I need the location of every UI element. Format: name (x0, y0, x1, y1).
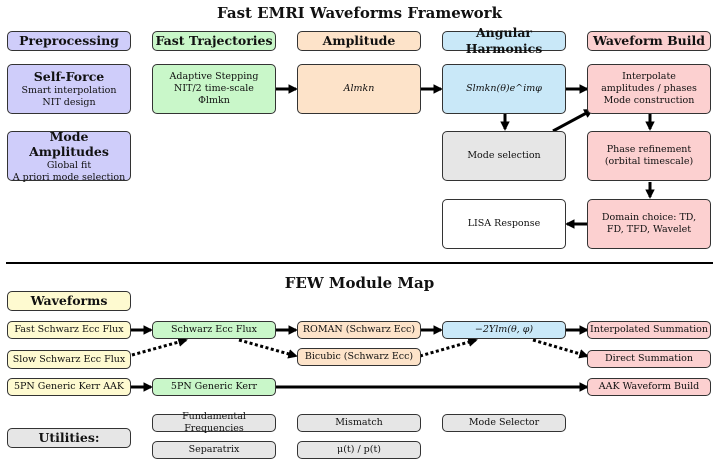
interpolate-line-3: Mode construction (603, 94, 695, 106)
waveform-fast-schwarz: Fast Schwarz Ecc Flux (7, 321, 131, 339)
trajectories-header: Fast Trajectories (152, 31, 276, 51)
domain-choice-box: Domain choice: TD, FD, TFD, Wavelet (587, 199, 711, 249)
trajectory-schwarz-ecc-flux: Schwarz Ecc Flux (152, 321, 276, 339)
trajectory-5pn-kerr: 5PN Generic Kerr (152, 378, 276, 396)
arrow-mode-selection-to-interpolate (552, 108, 594, 133)
self-force-line-2: NIT design (42, 96, 96, 108)
mode-amplitudes-box: Mode Amplitudes Global fit A priori mode… (7, 128, 131, 183)
mode-selection-box: Mode selection (442, 131, 566, 181)
mode-amplitudes-line-2: A priori mode selection (12, 171, 126, 183)
amplitude-header: Amplitude (297, 31, 421, 51)
trajectory-box: Adaptive Stepping NIT/2 time-scale Φlmkn (152, 64, 276, 114)
utility-mismatch: Mismatch (297, 414, 421, 432)
interpolate-line-2: amplitudes / phases (601, 83, 697, 95)
arrow-slow-flux-to-schwarz (131, 337, 188, 357)
domain-choice-line-2: FD, TFD, Wavelet (606, 224, 692, 235)
amplitude-formula: Almkn (343, 83, 375, 95)
utility-fundamental-frequencies: Fundamental Frequencies (152, 411, 276, 434)
module-map-title: FEW Module Map (284, 274, 435, 292)
lisa-response-label: LISA Response (467, 218, 541, 230)
interpolate-box: Interpolate amplitudes / phases Mode con… (587, 64, 711, 114)
arrow-bicubic-to-ylm (419, 337, 478, 358)
trajectory-line-1: Adaptive Stepping (169, 71, 259, 83)
phase-refinement-box: Phase refinement (orbital timescale) (587, 131, 711, 181)
phase-refinement-line-1: Phase refinement (606, 144, 692, 156)
aak-waveform-build: AAK Waveform Build (587, 378, 711, 396)
framework-title: Fast EMRI Waveforms Framework (217, 4, 502, 22)
lisa-response-box: LISA Response (442, 199, 566, 249)
interpolate-line-1: Interpolate (622, 71, 676, 83)
trajectory-line-2: NIT/2 time-scale (174, 83, 254, 95)
mode-amplitudes-line-1: Global fit (46, 159, 92, 171)
phase-refinement-line-2: (orbital timescale) (604, 156, 694, 167)
domain-choice-line-1: Domain choice: TD, (601, 212, 697, 224)
arrow-ylm-to-direct (532, 338, 589, 359)
utilities-label: Utilities: (7, 428, 131, 448)
harmonics-formula: Slmkn(θ)e^imφ (466, 83, 542, 95)
self-force-title: Self-Force (33, 69, 105, 85)
utility-mode-selector: Mode Selector (442, 414, 566, 432)
waveform-aak: 5PN Generic Kerr AAK (7, 378, 131, 396)
trajectory-phase-formula: Φlmkn (198, 94, 230, 106)
summation-direct: Direct Summation (587, 350, 711, 368)
preprocessing-header: Preprocessing (7, 31, 131, 51)
harmonics-header: Angular Harmonics (442, 25, 566, 56)
ylm-harmonic: −2Ylm(θ, φ) (442, 321, 566, 339)
utility-mu-p: μ(t) / p(t) (297, 441, 421, 459)
waveforms-header: Waveforms (7, 291, 131, 311)
waveform-slow-schwarz: Slow Schwarz Ecc Flux (7, 350, 131, 369)
harmonics-box: Slmkn(θ)e^imφ (442, 64, 566, 114)
arrow-schwarz-to-bicubic (238, 338, 298, 359)
amplitude-roman: ROMAN (Schwarz Ecc) (297, 321, 421, 339)
amplitude-bicubic: Bicubic (Schwarz Ecc) (297, 348, 421, 366)
summation-interpolated: Interpolated Summation (587, 321, 711, 339)
mode-selection-label: Mode selection (467, 150, 541, 162)
amplitude-box: Almkn (297, 64, 421, 114)
self-force-line-1: Smart interpolation (21, 84, 117, 96)
build-header: Waveform Build (587, 31, 711, 51)
utility-separatrix: Separatrix (152, 441, 276, 459)
mode-amplitudes-title: Mode Amplitudes (29, 128, 109, 160)
self-force-box: Self-Force Smart interpolation NIT desig… (7, 64, 131, 114)
